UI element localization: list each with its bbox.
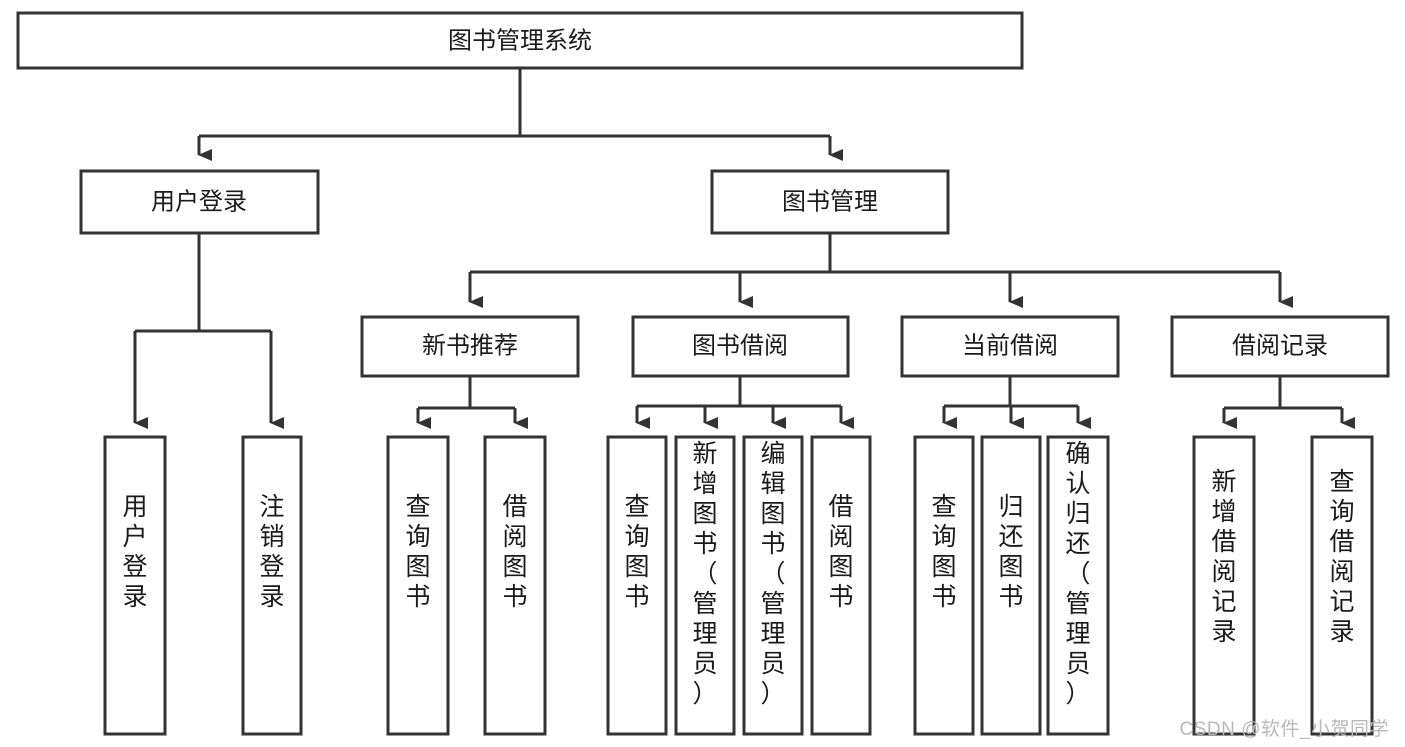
node-leaf-borrow-book-1[interactable]: 借阅图书 [483,435,547,736]
node-leaf-confirm-return-box [1046,435,1110,736]
node-leaf-add-record-label: 新增借阅记录 [1211,468,1236,646]
node-leaf-query-book-1-box [386,435,450,736]
node-leaf-query-book-2[interactable]: 查询图书 [606,435,668,736]
node-leaf-borrow-book-2-box [810,435,872,736]
node-leaf-borrow-book-2-label: 借阅图书 [828,493,853,611]
node-leaf-user-login-box [103,435,167,736]
node-borrow-record-label: 借阅记录 [1232,332,1328,359]
node-leaf-add-book-label: 新增图书（管理员） [692,440,717,708]
node-leaf-query-book-3-label: 查询图书 [931,493,956,611]
node-borrow-record[interactable]: 借阅记录 [1170,315,1390,378]
node-new-book-rec-box [360,315,580,378]
node-leaf-return-book-box [980,435,1042,736]
node-leaf-query-record-box [1310,435,1374,736]
node-book-borrow-label: 图书借阅 [692,332,788,359]
node-leaf-borrow-book-1-label: 借阅图书 [502,493,527,611]
node-current-borrow-box [900,315,1120,378]
node-current-borrow-label: 当前借阅 [962,332,1058,359]
node-book-manage-box [710,169,950,235]
node-leaf-add-record[interactable]: 新增借阅记录 [1192,435,1256,736]
node-leaf-borrow-book-1-box [483,435,547,736]
node-leaf-edit-book[interactable]: 编辑图书（管理员） [742,435,804,736]
node-leaf-user-login[interactable]: 用户登录 [103,435,167,736]
node-leaf-logout-label: 注销登录 [259,493,284,611]
node-user-login-label: 用户登录 [151,188,247,215]
node-leaf-user-login-label: 用户登录 [122,493,147,611]
node-leaf-confirm-return[interactable]: 确认归还（管理员） [1046,435,1110,736]
node-leaf-logout-box [241,435,303,736]
node-leaf-query-record[interactable]: 查询借阅记录 [1310,435,1374,736]
node-book-borrow[interactable]: 图书借阅 [631,315,850,378]
node-root[interactable]: 图书管理系统 [16,11,1024,70]
node-book-manage[interactable]: 图书管理 [710,169,950,235]
node-book-borrow-box [631,315,850,378]
node-leaf-query-book-2-box [606,435,668,736]
node-leaf-add-book[interactable]: 新增图书（管理员） [674,435,736,736]
node-leaf-query-book-1-label: 查询图书 [405,493,430,611]
node-root-label: 图书管理系统 [448,27,592,54]
node-leaf-return-book-label: 归还图书 [998,493,1023,611]
node-new-book-rec[interactable]: 新书推荐 [360,315,580,378]
node-leaf-add-book-box [674,435,736,736]
node-leaf-query-record-label: 查询借阅记录 [1329,468,1354,646]
node-leaf-logout[interactable]: 注销登录 [241,435,303,736]
node-leaf-return-book[interactable]: 归还图书 [980,435,1042,736]
node-user-login[interactable]: 用户登录 [79,169,320,235]
node-user-login-box [79,169,320,235]
node-leaf-borrow-book-2[interactable]: 借阅图书 [810,435,872,736]
node-leaf-query-book-1[interactable]: 查询图书 [386,435,450,736]
node-leaf-edit-book-box [742,435,804,736]
connector-layer [133,68,1355,429]
node-borrow-record-box [1170,315,1390,378]
node-leaf-query-book-2-label: 查询图书 [624,493,649,611]
node-leaf-confirm-return-label: 确认归还（管理员） [1065,440,1090,708]
node-leaf-add-record-box [1192,435,1256,736]
node-leaf-query-book-3-box [913,435,975,736]
csdn-watermark: CSDN @软件_小贺同学 [1179,719,1389,740]
node-root-box [16,11,1024,70]
node-leaf-edit-book-label: 编辑图书（管理员） [760,440,785,708]
node-book-manage-label: 图书管理 [782,188,878,215]
node-new-book-rec-label: 新书推荐 [422,332,518,359]
node-leaf-query-book-3[interactable]: 查询图书 [913,435,975,736]
node-current-borrow[interactable]: 当前借阅 [900,315,1120,378]
